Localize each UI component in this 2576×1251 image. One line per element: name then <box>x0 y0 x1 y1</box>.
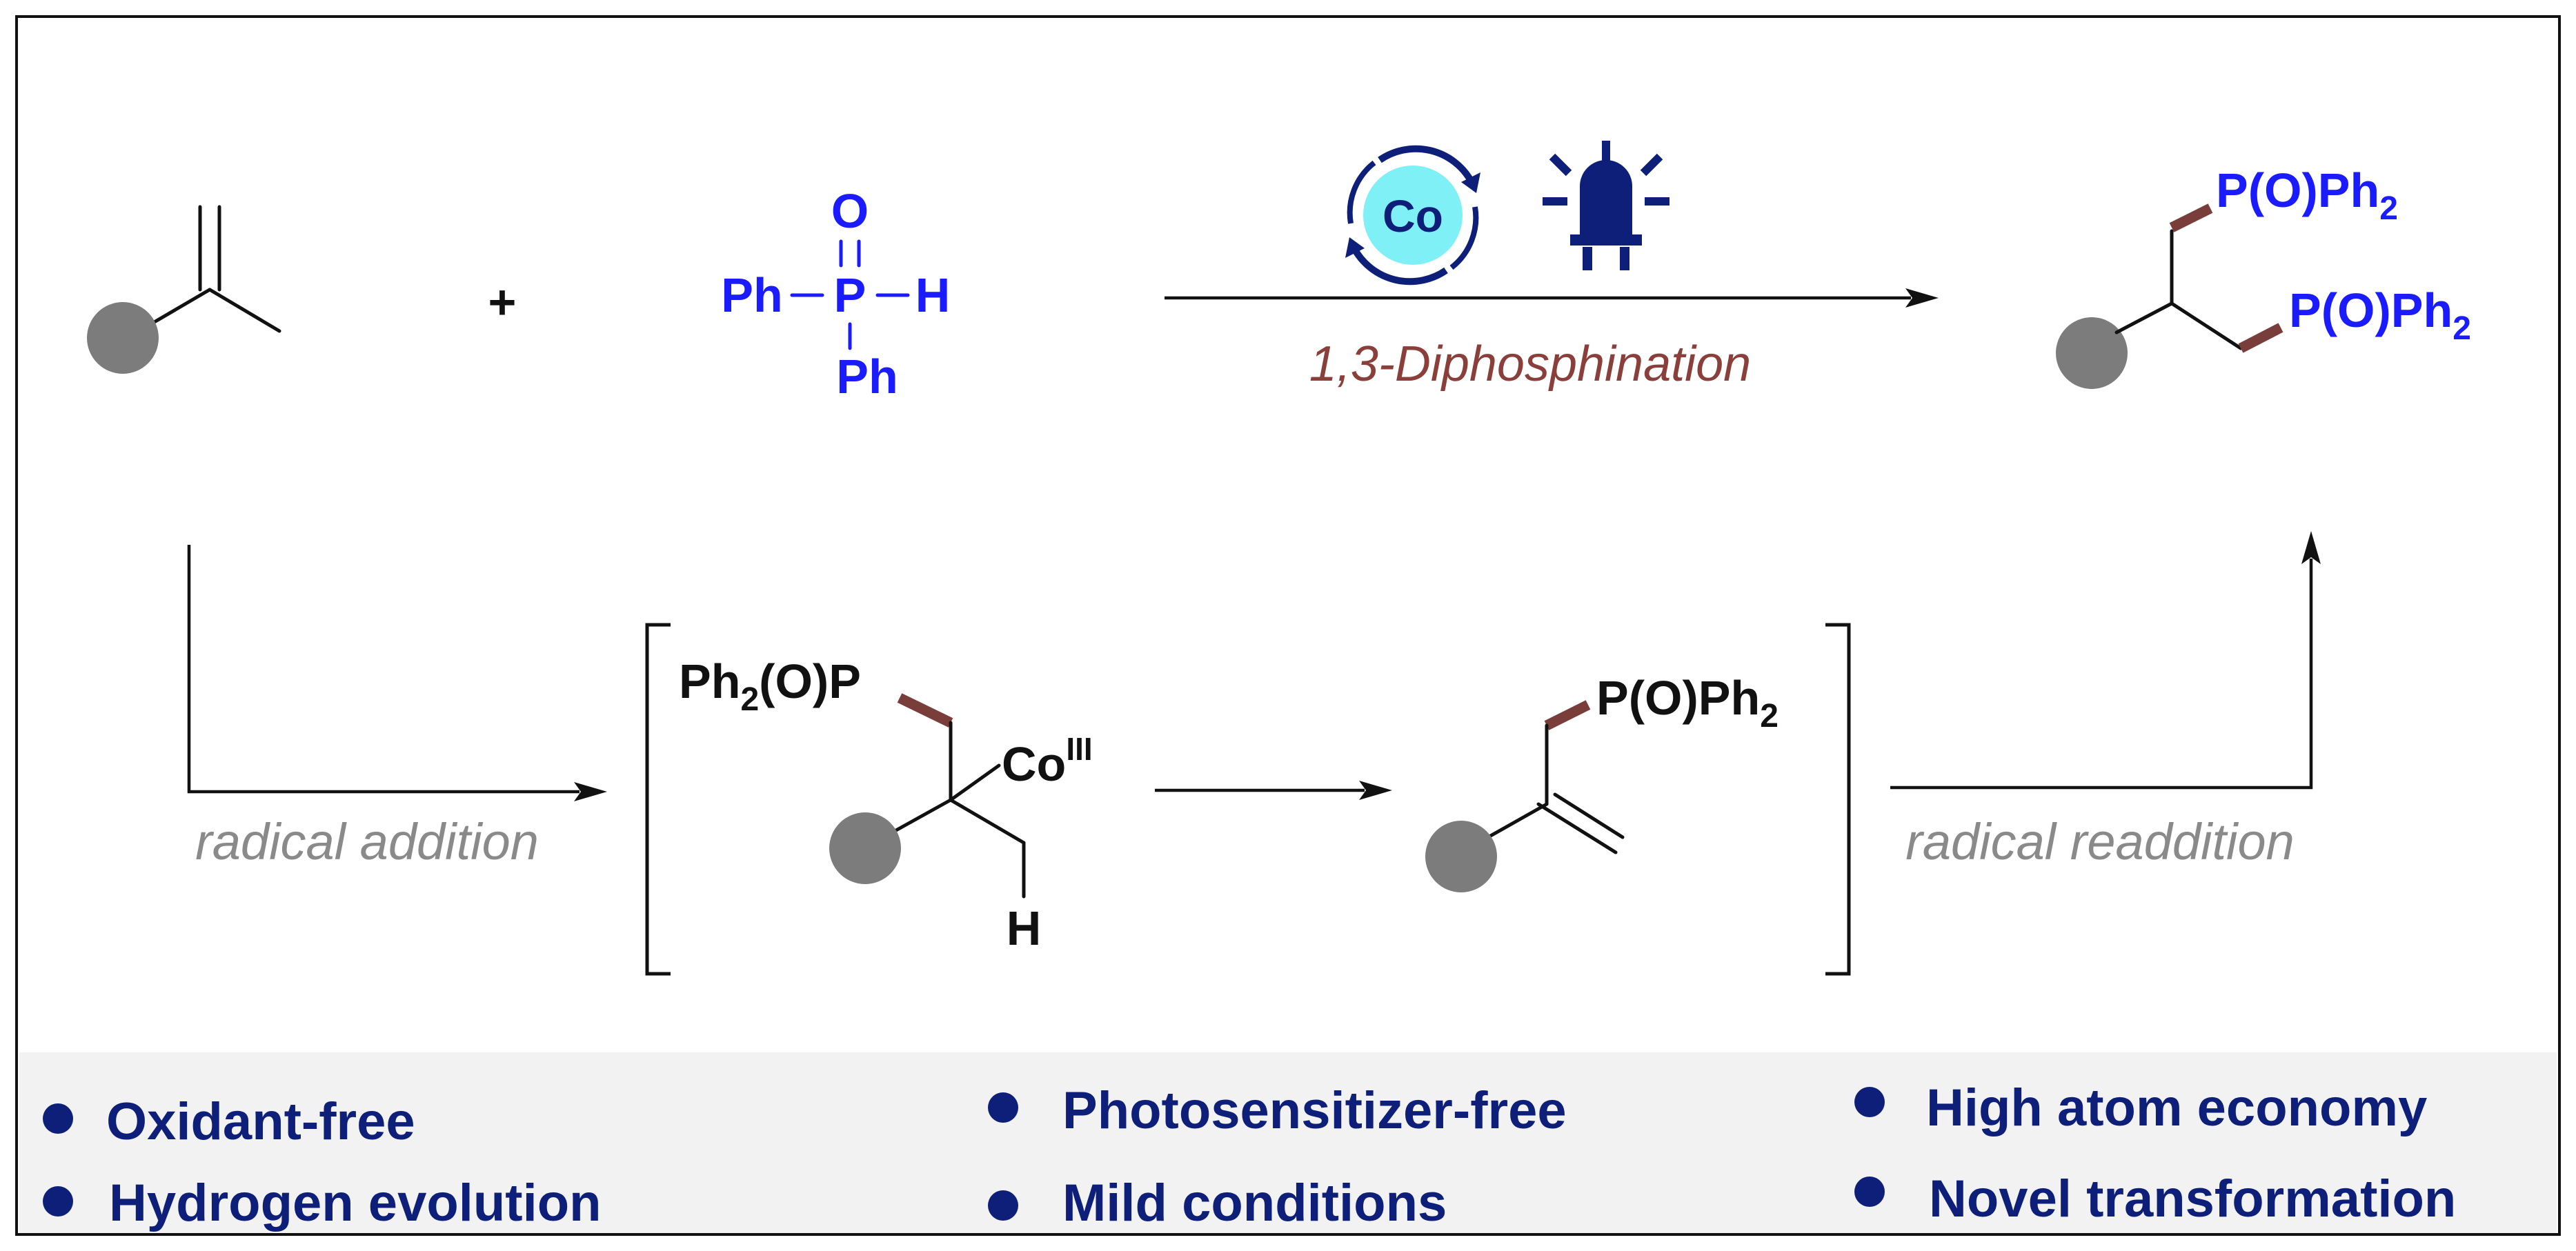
intermediate1-rest: (O)P <box>759 654 861 708</box>
intermediate2-sub: 2 <box>1760 698 1779 734</box>
feature-text: Hydrogen evolution <box>109 1174 602 1232</box>
reagent-H: H <box>915 268 951 322</box>
bullet-icon <box>1854 1177 1885 1207</box>
reagent-Ph-left: Ph <box>721 268 782 322</box>
product-top-P: P(O)Ph <box>2216 163 2379 217</box>
bullet-icon <box>43 1103 73 1134</box>
feature-text: Mild conditions <box>1062 1174 1447 1232</box>
substrate-sphere <box>87 302 159 374</box>
radical-addition-path <box>187 545 579 794</box>
cobalt-catalyst-cycle-icon: Co <box>1345 145 1480 286</box>
radical-readdition-path <box>1890 559 2313 790</box>
product-diphosphinated: P(O)Ph2 P(O)Ph2 <box>2056 163 2471 389</box>
bullet-icon <box>988 1092 1018 1123</box>
diphenylphosphine-oxide: O P Ph H Ph <box>721 184 950 403</box>
reaction-label: 1,3-Diphosphination <box>1309 337 1751 392</box>
substrate-sphere <box>829 812 901 884</box>
feature-item: High atom economy <box>1854 1079 2427 1137</box>
product-right-phosphonyl: P(O)Ph2 <box>2289 283 2471 347</box>
feature-item: Photosensitizer-free <box>988 1081 1567 1140</box>
starting-alkene <box>87 205 281 374</box>
product-right-sub: 2 <box>2453 310 2471 347</box>
intermediate1-sub: 2 <box>740 681 759 718</box>
product-top-phosphonyl: P(O)Ph2 <box>2216 163 2398 227</box>
product-right-P: P(O)Ph <box>2289 283 2453 337</box>
intermediate-alkyl-cobalt: Ph2(O)P CoIII H <box>679 654 1093 955</box>
intermediate1-H: H <box>1007 901 1042 955</box>
intermediate1-phosphonyl: Ph2(O)P <box>679 654 861 718</box>
intermediate-bracket-right <box>1825 623 1851 976</box>
intermediate1-cobalt: CoIII <box>1002 731 1093 791</box>
feature-text: Photosensitizer-free <box>1062 1081 1567 1140</box>
substrate-sphere <box>1425 821 1497 892</box>
scheme-frame <box>15 15 2561 1236</box>
feature-text: Novel transformation <box>1929 1170 2456 1228</box>
intermediate2-phosphonyl: P(O)Ph2 <box>1596 671 1779 734</box>
bullet-icon <box>988 1190 1018 1221</box>
intermediate1-metal: Co <box>1002 737 1066 791</box>
feature-item: Hydrogen evolution <box>43 1174 602 1232</box>
light-bulb-icon <box>1543 141 1670 270</box>
features-panel <box>19 1052 2557 1233</box>
intermediate-allylphosphine-oxide: P(O)Ph2 <box>1425 671 1779 892</box>
reagent-O: O <box>831 184 869 238</box>
feature-text: Oxidant-free <box>106 1092 415 1151</box>
feature-item: Oxidant-free <box>43 1092 415 1151</box>
reagent-P: P <box>834 268 866 322</box>
intermediate2-P: P(O)Ph <box>1596 671 1760 725</box>
step-radical-readdition: radical readdition <box>1905 813 2295 870</box>
feature-item: Novel transformation <box>1854 1170 2456 1228</box>
intermediate1-Ph: Ph <box>679 654 740 708</box>
feature-item: Mild conditions <box>988 1174 1447 1232</box>
step-radical-addition: radical addition <box>195 813 539 870</box>
substrate-sphere <box>2056 317 2128 389</box>
feature-text: High atom economy <box>1926 1079 2427 1137</box>
catalyst-metal: Co <box>1383 190 1443 241</box>
intermediate1-metal-sup: III <box>1066 731 1092 767</box>
intermediate-bracket-left <box>645 623 671 976</box>
product-top-sub: 2 <box>2379 190 2398 227</box>
reagent-Ph-bottom: Ph <box>836 350 898 403</box>
bullet-icon <box>43 1186 73 1217</box>
bullet-icon <box>1854 1087 1885 1117</box>
plus-sign: + <box>488 275 517 329</box>
